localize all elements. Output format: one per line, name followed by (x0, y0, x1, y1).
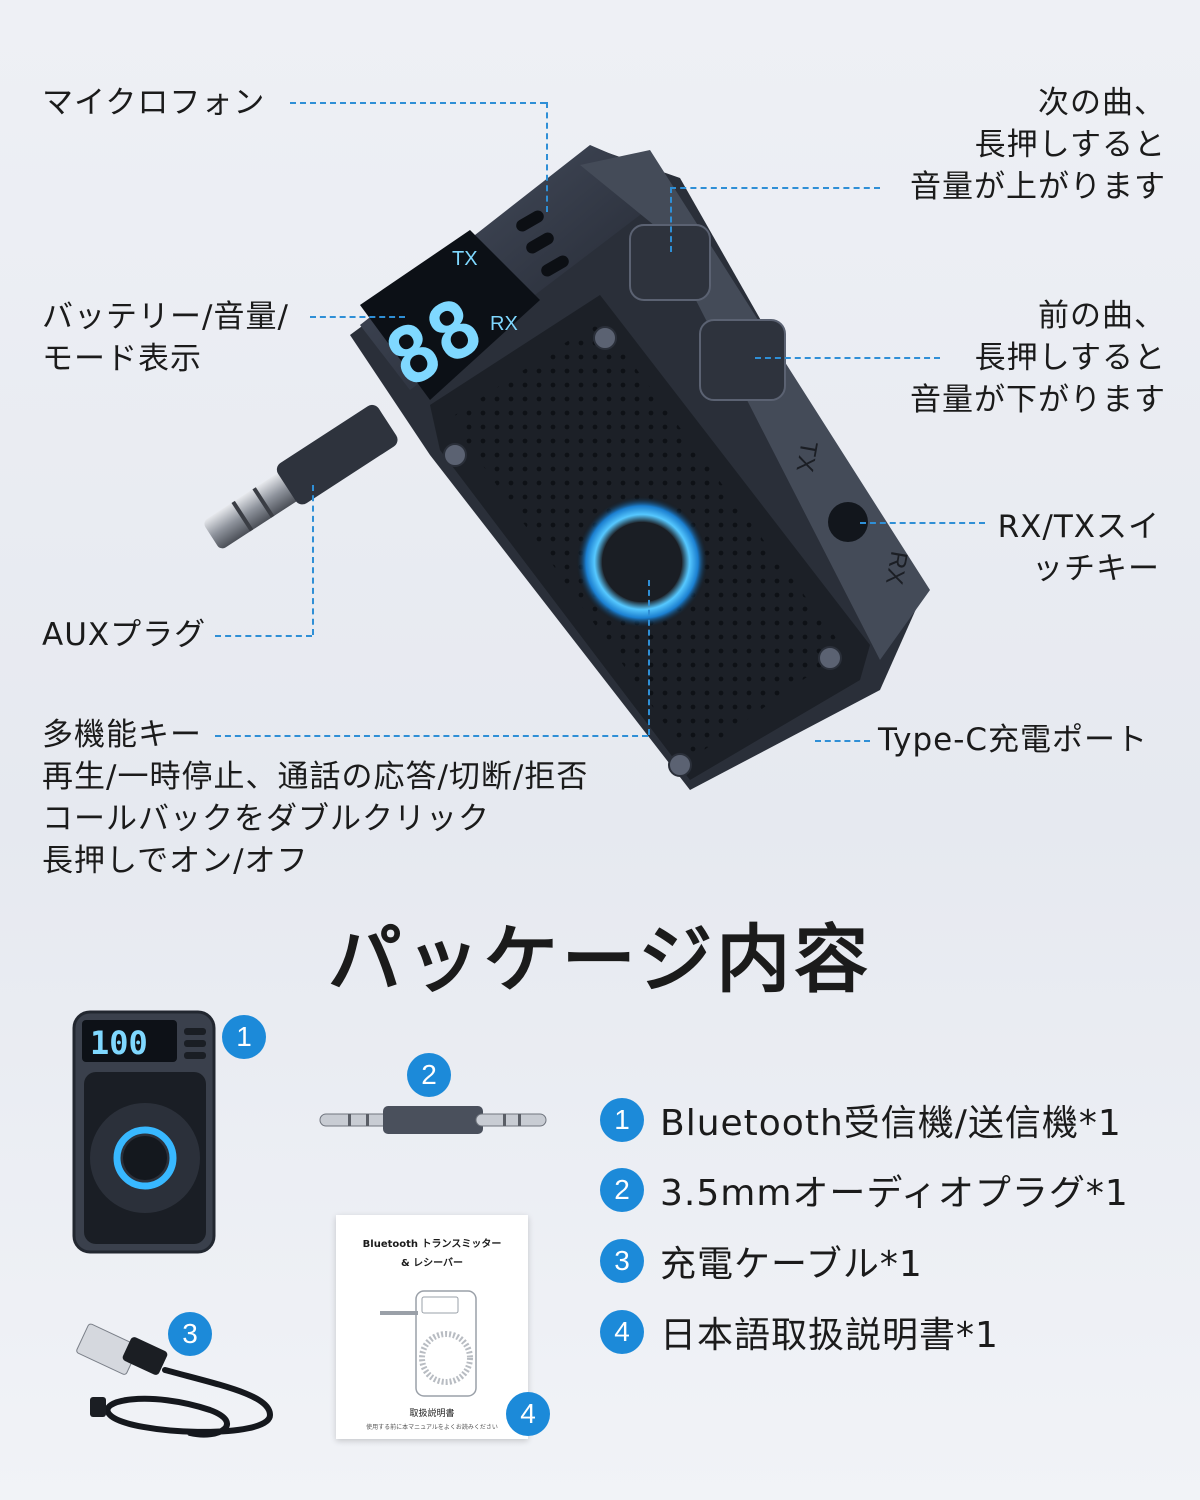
line-next-h (670, 187, 880, 189)
manual-device-sketch (380, 1290, 477, 1397)
label-display: バッテリー/音量/ モード表示 (42, 296, 289, 380)
list-badge-3: 3 (600, 1239, 644, 1283)
display-tx: TX (452, 248, 478, 270)
thumb-charging-cable (76, 1323, 274, 1438)
label-prev-line2: 長押しすると (974, 340, 1166, 376)
badge-4: 4 (506, 1392, 550, 1436)
package-title: パッケージ内容 (327, 917, 873, 1003)
line-typec (815, 740, 870, 742)
list-badge-2: 2 (600, 1168, 644, 1212)
line-multi-v (648, 580, 650, 735)
thumb-manual: Bluetooth トランスミッター & レシーバー 取扱説明書 使用する前に本… (336, 1215, 528, 1439)
package-item-4: 4 日本語取扱説明書*1 (600, 1306, 999, 1358)
package-item-1: 1 Bluetooth受信機/送信機*1 (600, 1094, 1122, 1146)
package-item-2-text: 3.5mmオーディオプラグ*1 (660, 1173, 1129, 1214)
label-next: 次の曲、 長押しすると 音量が上がります (910, 82, 1166, 208)
package-item-2: 2 3.5mmオーディオプラグ*1 (600, 1164, 1129, 1216)
label-prev-line3: 音量が下がります (910, 382, 1166, 418)
microphone-slots (516, 210, 569, 277)
badge-1: 1 (222, 1015, 266, 1059)
manual-footer: 取扱説明書 (409, 1409, 455, 1419)
label-multi-line1: 多機能キー (42, 717, 202, 753)
label-microphone: マイクロフォン (42, 85, 266, 121)
label-switch-line1: RX/TXスイ (997, 509, 1160, 545)
line-switch (860, 522, 985, 524)
line-aux-h (215, 635, 312, 637)
label-multi-line2: 再生/一時停止、通話の応答/切断/拒否 (42, 759, 589, 795)
line-prev (755, 357, 940, 359)
label-next-line3: 音量が上がります (910, 169, 1166, 205)
label-aux: AUXプラグ (42, 617, 207, 653)
display-rx: RX (490, 313, 518, 335)
label-switch-line2: ッチキー (1032, 551, 1160, 587)
manual-note: 使用する前に本マニュアルをよくお読みください (366, 1424, 498, 1431)
line-aux-v (312, 485, 314, 635)
label-display-line2: モード表示 (42, 341, 202, 377)
thumb-display-value: 100 (90, 1024, 148, 1062)
label-typec: Type-C充電ポート (878, 722, 1149, 758)
label-multi-line3: コールバックをダブルクリック (42, 801, 490, 837)
device-illustration: 88 TX RX TX RX (204, 145, 930, 790)
side-tx-label: TX (791, 439, 823, 474)
multifunction-key (576, 496, 708, 628)
side-rx-label: RX (880, 549, 912, 587)
line-display (310, 316, 405, 318)
package-item-4-text: 日本語取扱説明書*1 (660, 1315, 999, 1356)
label-switch: RX/TXスイ ッチキー (998, 506, 1160, 590)
prev-button (699, 319, 786, 401)
package-item-1-text: Bluetooth受信機/送信機*1 (660, 1103, 1122, 1144)
label-next-line1: 次の曲、 (1038, 85, 1166, 121)
manual-title-line2: & レシーバー (400, 1258, 464, 1269)
label-prev-line1: 前の曲、 (1038, 298, 1166, 334)
list-badge-1: 1 (600, 1098, 644, 1142)
label-multi-line4: 長押しでオン/オフ (42, 843, 309, 879)
label-multifunction: 多機能キー 再生/一時停止、通話の応答/切断/拒否 コールバックをダブルクリック… (42, 714, 588, 882)
line-mic-v (546, 102, 548, 212)
label-next-line2: 長押しすると (974, 127, 1166, 163)
manual-title-line1: Bluetooth トランスミッター (362, 1239, 502, 1250)
line-multi-h (215, 735, 648, 737)
package-item-3: 3 充電ケーブル*1 (600, 1235, 923, 1287)
thumb-device: 100 (72, 1010, 216, 1254)
label-prev: 前の曲、 長押しすると 音量が下がります (910, 295, 1166, 421)
badge-3: 3 (168, 1312, 212, 1356)
label-display-line1: バッテリー/音量/ (42, 299, 289, 335)
badge-2: 2 (407, 1053, 451, 1097)
rx-tx-switch: TX RX (791, 439, 913, 587)
list-badge-4: 4 (600, 1310, 644, 1354)
thumb-audio-plug (319, 1106, 547, 1134)
package-item-3-text: 充電ケーブル*1 (660, 1244, 923, 1285)
screws (443, 326, 842, 777)
aux-plug (204, 404, 398, 549)
line-next-v (670, 187, 672, 252)
line-mic-h (290, 102, 546, 104)
